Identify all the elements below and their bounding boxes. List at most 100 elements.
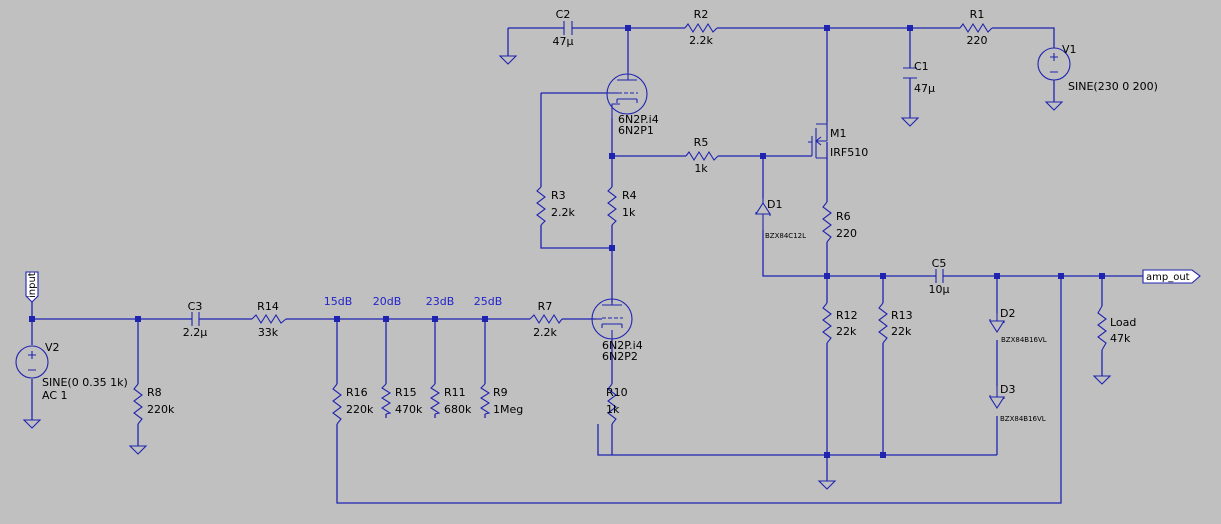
d3-model: BZX84B16VL <box>1000 415 1046 423</box>
resistor-R14[interactable]: R14 33k <box>251 300 287 339</box>
zener-D2[interactable]: D2 BZX84B16VL <box>988 307 1047 344</box>
r9-value: 1Meg <box>493 403 523 416</box>
resistor-R5[interactable]: R5 1k <box>685 136 719 175</box>
resistor-R2[interactable]: R2 2.2k <box>684 8 718 47</box>
resistor-Load[interactable]: Load 47k <box>1097 305 1136 351</box>
resistor-R15[interactable]: R15 470k <box>380 383 423 416</box>
resistor-R3[interactable]: R3 2.2k <box>536 186 575 226</box>
r15-value: 470k <box>395 403 423 416</box>
resistor-R7[interactable]: R7 2.2k <box>529 300 563 339</box>
r2-name: R2 <box>694 8 709 21</box>
r1-name: R1 <box>970 8 985 21</box>
d2-model: BZX84B16VL <box>1001 336 1047 344</box>
resistor-R10[interactable]: R10 1k <box>606 383 628 425</box>
r6-name: R6 <box>836 210 851 223</box>
r13-name: R13 <box>891 309 913 322</box>
capacitor-C5[interactable]: C5 10µ <box>929 257 950 296</box>
junction <box>432 316 438 322</box>
junction <box>334 316 340 322</box>
junction <box>29 316 35 322</box>
junction <box>994 273 1000 279</box>
wires <box>31 27 1143 504</box>
ground-symbol <box>498 55 518 65</box>
junction <box>609 245 615 251</box>
resistor-R13[interactable]: R13 22k <box>878 302 913 344</box>
resistor-R11[interactable]: R11 680k <box>429 383 472 416</box>
junction <box>609 153 615 159</box>
r5-value: 1k <box>694 162 708 175</box>
junction <box>1099 273 1105 279</box>
voltage-source-V2[interactable]: V2 SINE(0 0.35 1k) AC 1 <box>15 341 128 402</box>
grounds <box>22 55 1112 490</box>
d2-name: D2 <box>1000 307 1015 320</box>
r4-name: R4 <box>622 189 637 202</box>
r11-name: R11 <box>444 386 466 399</box>
ground-symbol <box>817 480 837 490</box>
m1-model: IRF510 <box>830 146 868 159</box>
v2-name: V2 <box>45 341 60 354</box>
tube2-name: 6N2P2 <box>602 350 638 363</box>
r8-value: 220k <box>147 403 175 416</box>
junction <box>383 316 389 322</box>
output-port[interactable]: amp_out <box>1142 269 1201 284</box>
junction <box>625 25 631 31</box>
r11-value: 680k <box>444 403 472 416</box>
junction <box>135 316 141 322</box>
c3-value: 2.2µ <box>183 326 208 339</box>
junction <box>482 316 488 322</box>
c1-name: C1 <box>914 60 929 73</box>
capacitor-C3[interactable]: C3 2.2µ <box>183 300 208 339</box>
triode-lower[interactable]: 6N2P.i4 6N2P2 <box>591 298 643 363</box>
resistor-R1[interactable]: R1 220 <box>959 8 993 47</box>
r14-value: 33k <box>258 326 279 339</box>
m1-name: M1 <box>830 127 847 140</box>
net-labels: 15dB 20dB 23dB 25dB <box>324 295 503 308</box>
r14-name: R14 <box>257 300 279 313</box>
net-label-15db: 15dB <box>324 295 353 308</box>
junction <box>880 273 886 279</box>
junction <box>824 273 830 279</box>
tube1-name: 6N2P1 <box>618 124 654 137</box>
v2-ac: AC 1 <box>42 389 68 402</box>
zener-D3[interactable]: D3 BZX84B16VL <box>988 383 1046 423</box>
r15-name: R15 <box>395 386 417 399</box>
input-port[interactable]: input <box>25 271 39 303</box>
r12-name: R12 <box>836 309 858 322</box>
c3-name: C3 <box>188 300 203 313</box>
net-label-25db: 25dB <box>474 295 503 308</box>
resistor-R12[interactable]: R12 22k <box>822 302 858 344</box>
r4-value: 1k <box>622 206 636 219</box>
mosfet-M1[interactable]: M1 IRF510 <box>808 122 868 159</box>
r7-value: 2.2k <box>533 326 557 339</box>
capacitor-C1[interactable]: C1 47µ <box>903 60 935 95</box>
r8-name: R8 <box>147 386 162 399</box>
r6-value: 220 <box>836 227 857 240</box>
ground-symbol <box>22 419 42 429</box>
triode-upper[interactable]: 6N2P.i4 6N2P1 <box>606 72 659 137</box>
zener-D1[interactable]: D1 BZX84C12L <box>754 198 806 240</box>
resistor-R8[interactable]: R8 220k <box>133 383 175 425</box>
ground-symbol <box>1092 375 1112 385</box>
output-port-label: amp_out <box>1146 272 1190 283</box>
resistor-R4[interactable]: R4 1k <box>607 186 637 226</box>
resistor-R6[interactable]: R6 220 <box>822 201 857 243</box>
junction <box>880 452 886 458</box>
voltage-source-V1[interactable]: V1 SINE(230 0 200) <box>1037 43 1158 93</box>
net-label-23db: 23dB <box>426 295 455 308</box>
r2-value: 2.2k <box>689 34 713 47</box>
load-value: 47k <box>1110 332 1131 345</box>
ground-symbol <box>900 117 920 127</box>
junction <box>824 452 830 458</box>
r12-value: 22k <box>836 325 857 338</box>
tube2-model: 6N2P.i4 <box>602 339 643 352</box>
d3-name: D3 <box>1000 383 1015 396</box>
resistor-R16[interactable]: R16 220k <box>332 383 374 425</box>
capacitor-C2[interactable]: C2 47µ <box>553 8 574 48</box>
ground-symbol <box>128 445 148 455</box>
r5-name: R5 <box>694 136 709 149</box>
r9-name: R9 <box>493 386 508 399</box>
r1-value: 220 <box>967 34 988 47</box>
ground-symbol <box>1044 101 1064 111</box>
resistor-R9[interactable]: R9 1Meg <box>479 383 523 416</box>
